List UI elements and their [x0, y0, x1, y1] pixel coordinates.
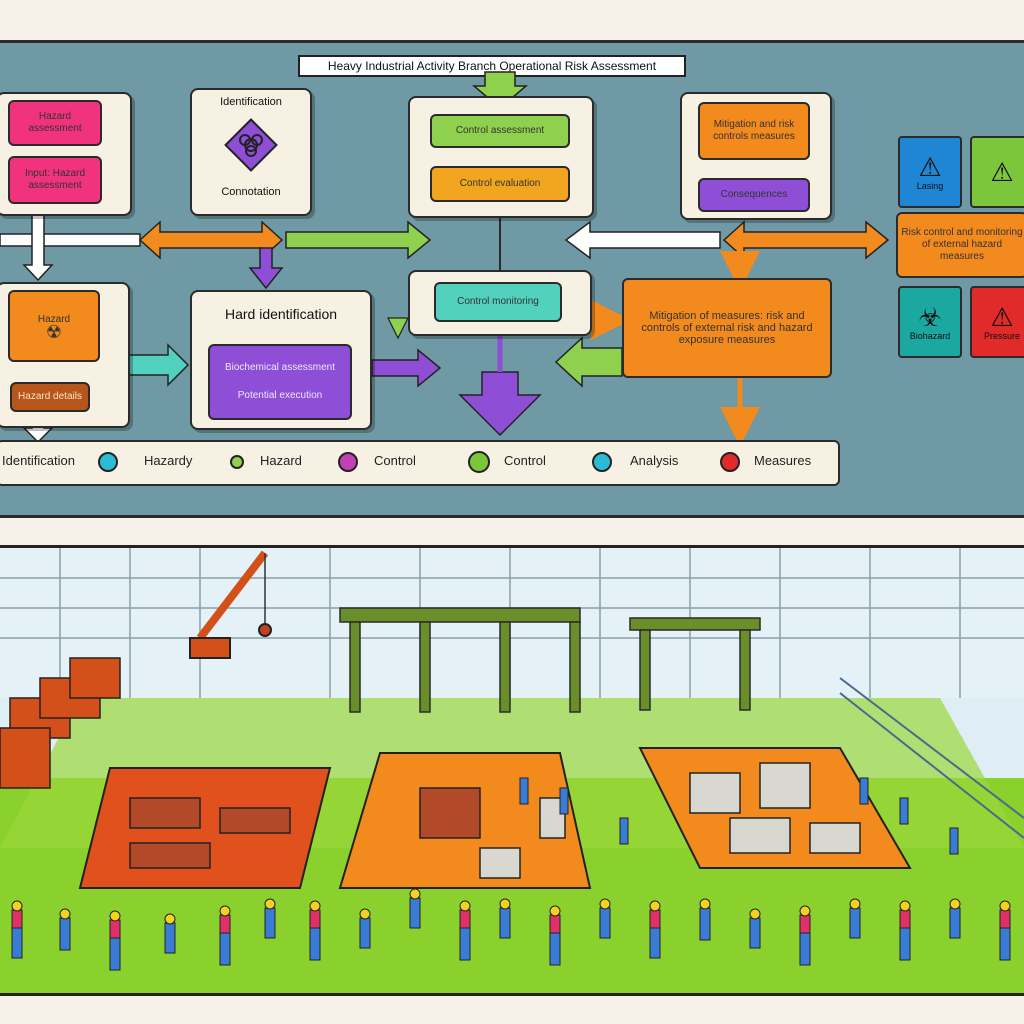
legend-dot [230, 455, 244, 469]
hazard-sign-biohazard: ☣ Biohazard [898, 286, 962, 358]
factory-scene [0, 548, 1024, 993]
card-identification: Identification Connotation [190, 88, 312, 216]
card-top-right: Mitigation and risk controls measures Co… [680, 92, 832, 220]
identification-heading: Identification [220, 96, 282, 108]
work-zone-1 [78, 767, 332, 889]
radiation-icon: ☢ [45, 322, 63, 342]
crane [189, 550, 272, 659]
card-control-monitoring: Control monitoring [408, 270, 592, 336]
warning-icon: ⚠ [990, 302, 1014, 332]
legend-label: Control [374, 453, 416, 468]
hazard-sign-lasing: ⚠ Lasing [898, 136, 962, 208]
legend-dot [98, 452, 118, 472]
zone-equipment [129, 787, 481, 869]
box-consequences: Consequences [698, 178, 810, 212]
legend-label: Control [504, 453, 546, 468]
box-hazard-assessment: Hazard assessment [8, 100, 102, 146]
box-hazard: Hazard ☢ [8, 290, 100, 362]
factory-floor-illustration [0, 545, 1024, 996]
potential-label: Potential execution [237, 390, 323, 401]
left-racks [0, 657, 121, 789]
identification-caption: Connotation [221, 186, 281, 198]
machinery [339, 607, 761, 713]
card-mid-left: Hazard ☢ Hazard details [0, 282, 130, 428]
machine-blocks [479, 762, 861, 879]
card-top-left: Hazard assessment Input: Hazard assessme… [0, 92, 132, 216]
hazard-identification-heading: Hard identification [224, 306, 338, 322]
box-risk-control: Risk control and monitoring of external … [896, 212, 1024, 278]
arrow-double-orange [138, 220, 284, 260]
hazard-label: Pressure [983, 331, 1020, 341]
legend-label: Analysis [630, 453, 679, 468]
arrow-green-small [387, 317, 409, 340]
box-input-hazard: Input: Hazard assessment [8, 156, 102, 204]
box-mitigation: Mitigation and risk controls measures [698, 102, 810, 160]
arrow-down-white [22, 214, 54, 282]
legend-dot [338, 452, 358, 472]
card-top-center: Control assessment Control evaluation [408, 96, 594, 218]
right-railing [839, 677, 1024, 839]
box-mitigation-measures: Mitigation of measures: risk and control… [622, 278, 832, 378]
flow-arrows [0, 71, 890, 447]
hazard-sign-green: ⚠ [970, 136, 1024, 208]
hazard-label: Biohazard [909, 331, 951, 341]
box-control-monitoring: Control monitoring [434, 282, 562, 322]
arrow-down-purple-big [458, 371, 542, 437]
legend-label: Hazardy [144, 453, 193, 468]
legend-label: Hazard [260, 453, 302, 468]
card-hazard-identification: Hard identification Biochemical assessme… [190, 290, 372, 430]
arrow-right-purple [371, 348, 442, 388]
arrow-left-white-2 [564, 220, 721, 260]
box-control-evaluation: Control evaluation [430, 166, 570, 202]
arrow-right-teal [127, 343, 190, 387]
back-wall [0, 548, 1024, 698]
legend: Identification Hazardy Hazard Control Co… [0, 440, 840, 486]
biohazard-icon [224, 118, 278, 172]
biohazard-icon: ☣ [918, 302, 942, 332]
arrow-double-orange-2 [722, 220, 890, 260]
box-control-assessment: Control assessment [430, 114, 570, 148]
legend-dot [720, 452, 740, 472]
hazard-label: Hazard [37, 314, 71, 325]
arrow-right-green [285, 220, 432, 260]
legend-label: Measures [754, 453, 812, 468]
warning-icon: ⚠ [918, 152, 942, 182]
hazard-label: Lasing [916, 181, 944, 191]
arrow-down-purple [248, 247, 284, 290]
arrow-left-white [0, 233, 141, 247]
box-hazard-details: Hazard details [10, 382, 90, 412]
hazard-sign-pressure: ⚠ Pressure [970, 286, 1024, 358]
box-biochemical-assessment: Biochemical assessment Potential executi… [208, 344, 352, 420]
legend-dot [592, 452, 612, 472]
biochemical-label: Biochemical assessment [224, 362, 336, 373]
warning-icon: ⚠ [990, 157, 1014, 187]
arrow-left-green [554, 336, 623, 388]
legend-dot [468, 451, 490, 473]
workers [11, 777, 1011, 971]
legend-label: Identification [2, 453, 75, 468]
